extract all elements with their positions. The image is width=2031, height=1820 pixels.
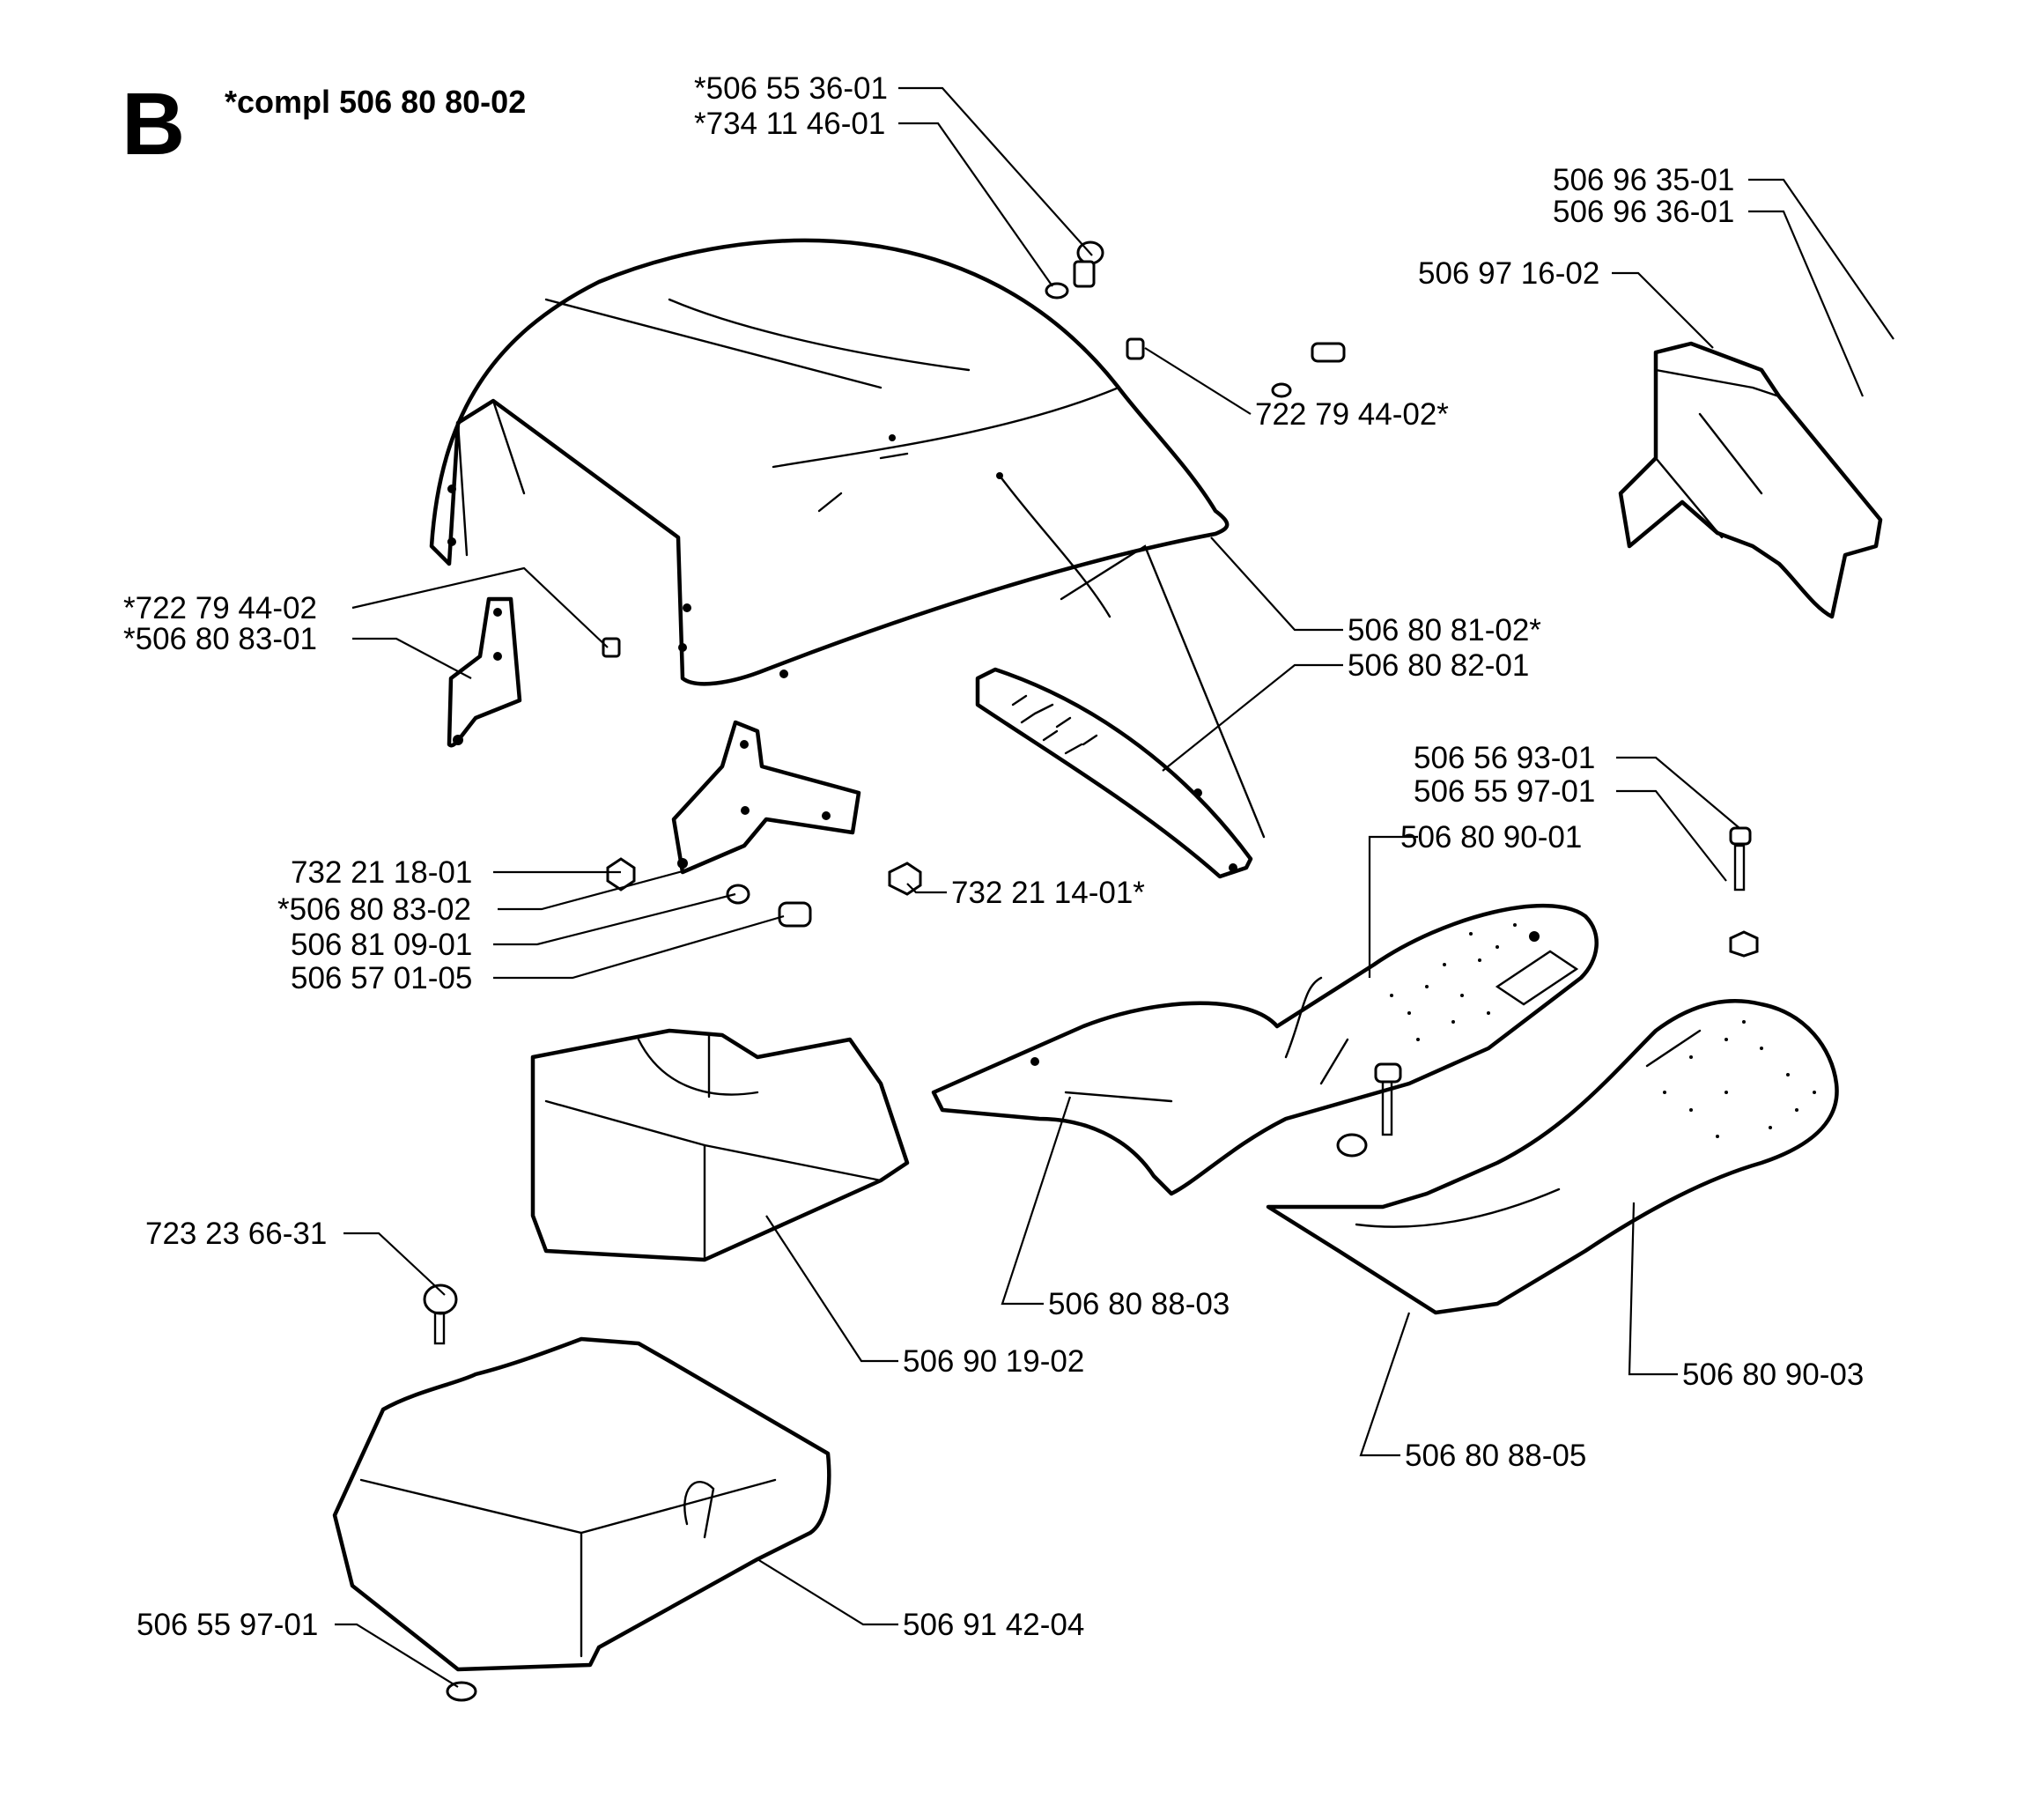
part-label: 506 97 16-02 — [1418, 256, 1599, 291]
vent-plate-drawing — [975, 544, 1266, 879]
center-bracket-drawing — [671, 720, 861, 875]
part-label: 506 80 88-05 — [1405, 1439, 1586, 1473]
leader-lines — [335, 86, 1894, 1688]
part-label: *506 55 36-01 — [694, 71, 888, 106]
mat-speckle-right — [1663, 1020, 1816, 1138]
part-label: 506 56 93-01 — [1414, 741, 1595, 775]
part-label: *506 80 83-02 — [277, 892, 471, 927]
section-letter: B — [122, 75, 185, 174]
part-labels: *506 55 36-01 *734 11 46-01 506 96 35-01… — [123, 71, 1864, 1642]
hardware-drawings — [423, 240, 1759, 1702]
part-label: 506 80 82-01 — [1348, 648, 1529, 683]
floor-mat-right-drawing — [1266, 999, 1839, 1315]
part-label: *734 11 46-01 — [694, 107, 885, 141]
part-label: 506 80 88-03 — [1048, 1287, 1230, 1321]
part-label: 506 55 97-01 — [137, 1608, 318, 1642]
part-label: 506 96 36-01 — [1553, 195, 1734, 229]
floor-mat-left-drawing — [931, 903, 1599, 1196]
part-label: 506 80 81-02* — [1348, 613, 1541, 647]
assembly-label: *compl 506 80 80-02 — [225, 84, 526, 120]
seat-support-drawing — [1618, 341, 1883, 619]
part-label: 506 96 35-01 — [1553, 163, 1734, 197]
battery-cover-drawing — [332, 1336, 831, 1672]
part-label: 506 90 19-02 — [903, 1344, 1084, 1379]
left-bracket-drawing — [447, 596, 522, 748]
seat-block-drawing — [530, 1028, 910, 1262]
part-label: 722 79 44-02* — [1255, 397, 1449, 432]
part-label: *506 80 83-01 — [123, 622, 317, 656]
part-label: 506 91 42-04 — [903, 1608, 1084, 1642]
part-label: 732 21 14-01* — [951, 876, 1145, 910]
part-label: 506 81 09-01 — [291, 928, 472, 962]
part-label: 506 80 90-03 — [1682, 1358, 1864, 1392]
part-label: 732 21 18-01 — [291, 855, 472, 890]
hood-cover-drawing — [429, 238, 1230, 686]
part-label: 506 80 90-01 — [1400, 820, 1582, 855]
part-label: 723 23 66-31 — [145, 1217, 327, 1251]
part-label: 506 55 97-01 — [1414, 774, 1595, 809]
mat-speckle-left — [1390, 923, 1517, 1041]
part-label: 506 57 01-05 — [291, 961, 472, 995]
part-label: *722 79 44-02 — [123, 591, 317, 625]
